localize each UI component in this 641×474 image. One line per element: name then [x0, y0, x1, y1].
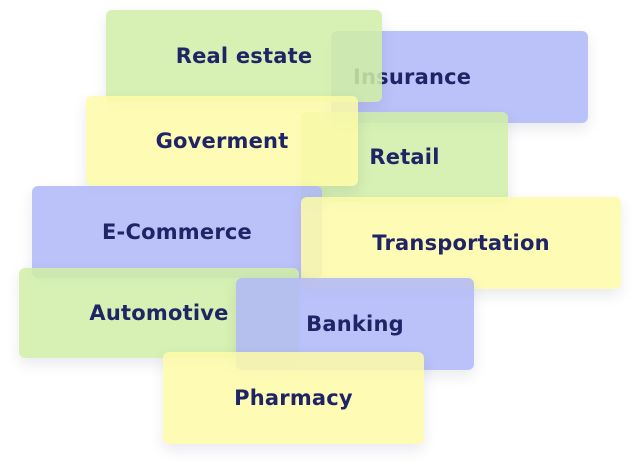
card-label-retail: Retail	[369, 145, 440, 169]
card-label-pharmacy: Pharmacy	[234, 386, 353, 410]
card-goverment: Goverment	[86, 96, 358, 186]
card-label-automotive: Automotive	[89, 301, 229, 325]
card-label-real-estate: Real estate	[175, 44, 313, 68]
card-ecommerce: E-Commerce	[32, 186, 322, 278]
card-label-transportation: Transportation	[372, 231, 550, 255]
card-transportation: Transportation	[301, 197, 621, 289]
card-label-banking: Banking	[306, 312, 404, 336]
card-real-estate: Real estate	[106, 10, 382, 102]
card-pharmacy: Pharmacy	[163, 352, 424, 444]
card-label-ecommerce: E-Commerce	[102, 220, 252, 244]
card-label-goverment: Goverment	[155, 129, 289, 153]
